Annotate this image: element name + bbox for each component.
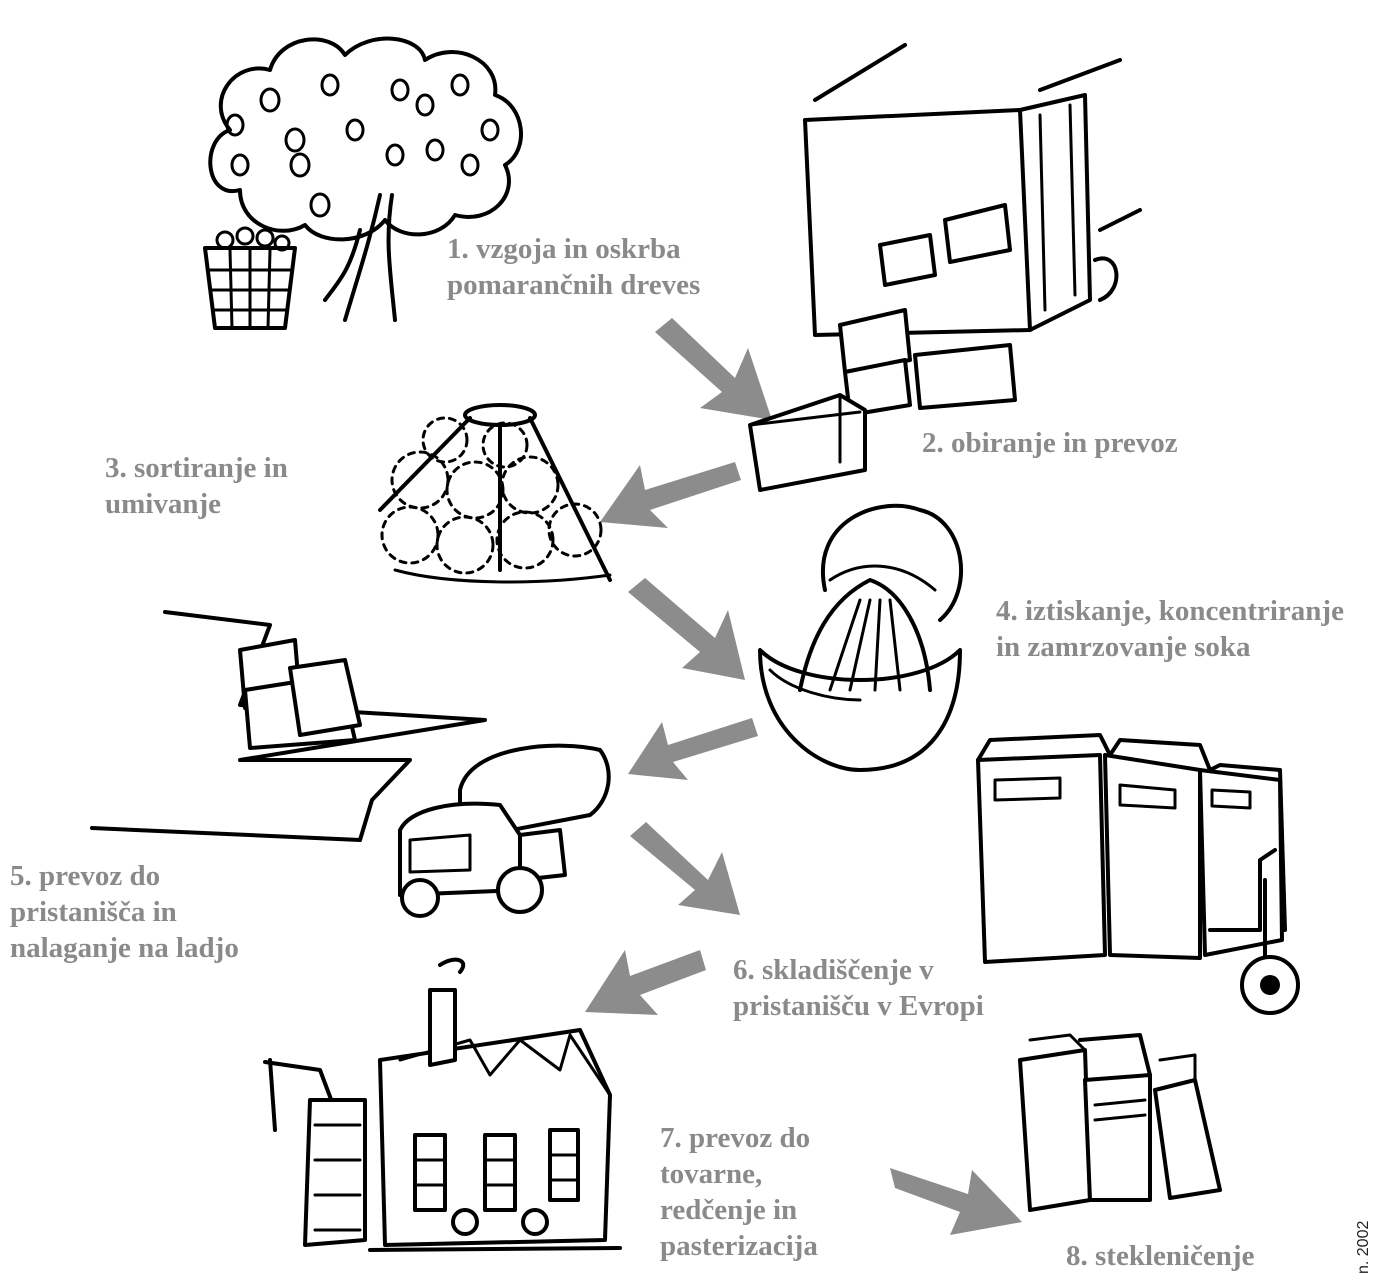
step-6-line-1: 6. skladiščenje v [733, 954, 934, 986]
arrow-5-to-6 [630, 822, 740, 915]
step-5-line-3: nalaganje na ladjo [10, 932, 239, 964]
step-3-line-1: 3. sortiranje in [105, 452, 288, 484]
step-2-line-1: 2. obiranje in prevoz [922, 427, 1178, 459]
step-7-line-1: 7. prevoz do [660, 1122, 811, 1154]
sorting-oranges-icon [378, 403, 612, 584]
arrow-2-to-3 [600, 462, 741, 528]
juice-cartons-icon [1018, 1033, 1222, 1212]
step-5-line-2: pristanišča in [10, 896, 177, 928]
tanker-truck-and-ship-icon [90, 610, 611, 918]
step-1-label: 1. vzgoja in oskrba pomarančnih dreves [447, 231, 700, 303]
freezer-containers-icon [976, 733, 1300, 1015]
step-6-label: 6. skladiščenje v pristanišču v Evropi [733, 952, 984, 1024]
step-7-line-2: tovarne, [660, 1158, 763, 1190]
step-8-label: 8. stekleničenje [1066, 1238, 1254, 1274]
factory-icon [263, 957, 622, 1252]
step-1-line-2: pomarančnih dreves [447, 269, 701, 301]
orange-tree-icon [203, 36, 523, 330]
step-1-line-1: 1. vzgoja in oskrba [447, 233, 681, 265]
credit-text: n. 2002 [1355, 1220, 1372, 1274]
step-4-line-2: in zamrzovanje soka [996, 631, 1251, 663]
step-6-line-2: pristanišču v Evropi [733, 990, 984, 1022]
step-3-line-2: umivanje [105, 488, 221, 520]
step-5-line-1: 5. prevoz do [10, 860, 161, 892]
arrow-4-to-5 [628, 718, 758, 780]
step-4-line-1: 4. iztiskanje, koncentriranje [996, 595, 1344, 627]
arrow-6-to-7 [585, 950, 706, 1015]
truck-with-crates-icon [748, 43, 1142, 492]
step-7-label: 7. prevoz do tovarne, redčenje in paster… [660, 1120, 818, 1264]
step-5-label: 5. prevoz do pristanišča in nalaganje na… [10, 858, 239, 966]
arrow-7-to-8 [890, 1168, 1022, 1235]
step-8-line-1: 8. stekleničenje [1066, 1240, 1255, 1272]
citrus-press-icon [758, 503, 963, 772]
step-2-label: 2. obiranje in prevoz [922, 425, 1178, 461]
arrow-1-to-2 [655, 318, 772, 420]
step-7-line-3: redčenje in [660, 1194, 798, 1226]
step-4-label: 4. iztiskanje, koncentriranje in zamrzov… [996, 593, 1344, 665]
step-7-line-4: pasterizacija [660, 1230, 818, 1262]
arrow-3-to-4 [628, 578, 745, 680]
step-3-label: 3. sortiranje in umivanje [105, 450, 288, 522]
